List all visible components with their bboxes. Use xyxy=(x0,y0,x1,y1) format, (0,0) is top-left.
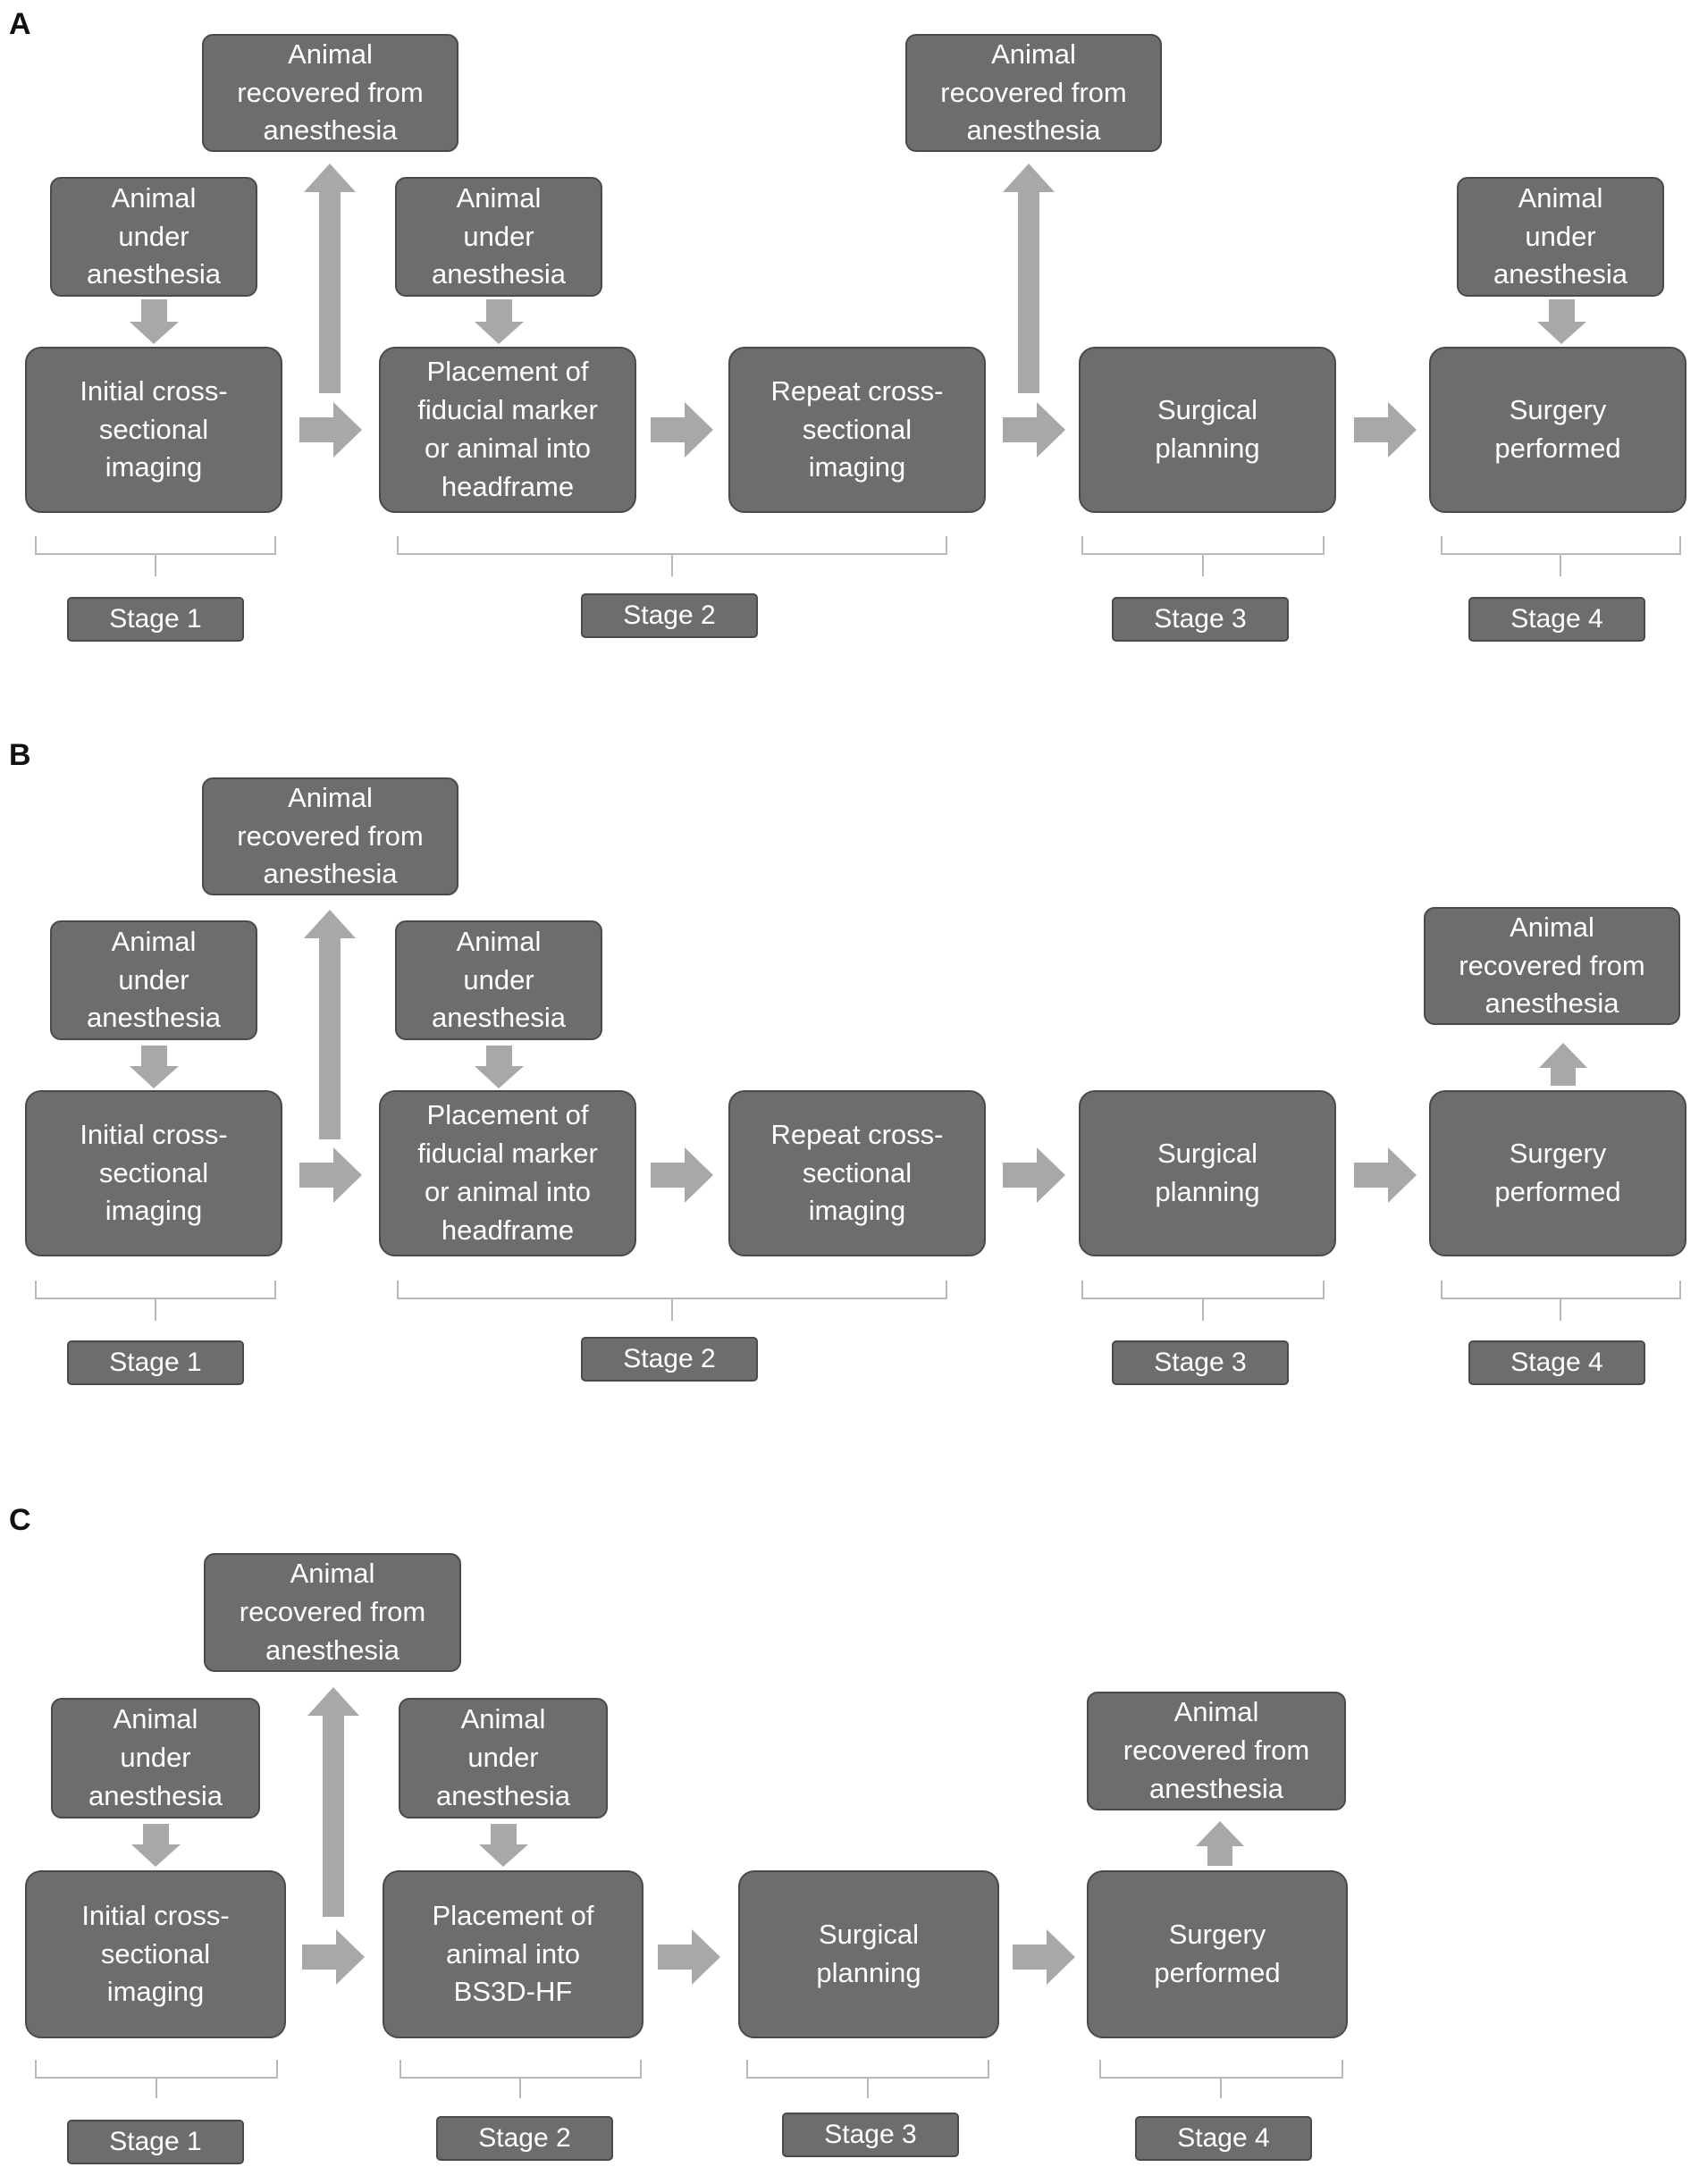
arrow-up xyxy=(307,1687,359,1917)
recovered-box: Animal recovered from anesthesia xyxy=(204,1553,461,1672)
stage-bracket xyxy=(35,2060,278,2098)
stage-bracket xyxy=(1441,536,1681,576)
stage-bracket xyxy=(397,536,947,576)
initial-imaging-box: Initial cross- sectional imaging xyxy=(25,1870,286,2038)
arrow-down xyxy=(131,1824,181,1867)
panel-label-c: C xyxy=(9,1503,31,1537)
arrow-down xyxy=(479,1824,528,1867)
stage-label: Stage 1 xyxy=(67,597,244,642)
stage-bracket xyxy=(400,2060,642,2098)
placement-box: Placement of animal into BS3D-HF xyxy=(383,1870,643,2038)
recovered-box: Animal recovered from anesthesia xyxy=(1087,1692,1346,1810)
stage-label: Stage 2 xyxy=(436,2116,613,2161)
arrow-down xyxy=(130,299,179,344)
anesthesia-box: Animal under anesthesia xyxy=(395,177,602,297)
arrow-right xyxy=(1003,402,1065,458)
surgery-performed-box: Surgery performed xyxy=(1429,1090,1686,1256)
anesthesia-box: Animal under anesthesia xyxy=(51,1698,260,1819)
panel-label-b: B xyxy=(9,738,31,772)
arrow-down xyxy=(1537,299,1586,344)
arrow-right xyxy=(651,1147,713,1203)
arrow-down xyxy=(475,299,524,344)
arrow-up xyxy=(1003,164,1055,393)
arrow-right xyxy=(651,402,713,458)
stage-label: Stage 2 xyxy=(581,593,758,638)
arrow-down xyxy=(475,1046,524,1088)
stage-bracket xyxy=(746,2060,989,2098)
arrow-up xyxy=(304,164,356,393)
arrow-up xyxy=(1196,1821,1244,1866)
stage-label: Stage 1 xyxy=(67,2120,244,2164)
placement-box: Placement of fiducial marker or animal i… xyxy=(379,1090,636,1256)
arrow-right xyxy=(1003,1147,1065,1203)
anesthesia-box: Animal under anesthesia xyxy=(399,1698,608,1819)
recovered-box: Animal recovered from anesthesia xyxy=(1424,907,1680,1025)
stage-label: Stage 4 xyxy=(1468,597,1645,642)
surgery-performed-box: Surgery performed xyxy=(1429,347,1686,513)
repeat-imaging-box: Repeat cross- sectional imaging xyxy=(728,1090,986,1256)
stage-label: Stage 3 xyxy=(1112,597,1289,642)
initial-imaging-box: Initial cross- sectional imaging xyxy=(25,347,282,513)
anesthesia-box: Animal under anesthesia xyxy=(1457,177,1664,297)
stage-label: Stage 2 xyxy=(581,1337,758,1382)
arrow-right xyxy=(1013,1929,1075,1985)
arrow-up xyxy=(304,910,356,1139)
anesthesia-box: Animal under anesthesia xyxy=(50,920,257,1040)
arrow-right xyxy=(299,1147,362,1203)
placement-box: Placement of fiducial marker or animal i… xyxy=(379,347,636,513)
repeat-imaging-box: Repeat cross- sectional imaging xyxy=(728,347,986,513)
surgery-performed-box: Surgery performed xyxy=(1087,1870,1348,2038)
panel-label-a: A xyxy=(9,7,31,41)
arrow-right xyxy=(1354,402,1417,458)
anesthesia-box: Animal under anesthesia xyxy=(395,920,602,1040)
stage-label: Stage 3 xyxy=(1112,1340,1289,1385)
arrow-right xyxy=(299,402,362,458)
stage-bracket xyxy=(1441,1281,1681,1321)
recovered-box: Animal recovered from anesthesia xyxy=(905,34,1162,152)
initial-imaging-box: Initial cross- sectional imaging xyxy=(25,1090,282,1256)
arrow-down xyxy=(130,1046,179,1088)
stage-bracket xyxy=(1099,2060,1343,2098)
arrow-right xyxy=(1354,1147,1417,1203)
stage-bracket xyxy=(35,536,276,576)
anesthesia-box: Animal under anesthesia xyxy=(50,177,257,297)
arrow-right xyxy=(658,1929,720,1985)
surgical-planning-box: Surgical planning xyxy=(738,1870,999,2038)
surgical-planning-box: Surgical planning xyxy=(1079,347,1336,513)
stage-label: Stage 4 xyxy=(1135,2116,1312,2161)
recovered-box: Animal recovered from anesthesia xyxy=(202,777,458,895)
stage-label: Stage 4 xyxy=(1468,1340,1645,1385)
stage-label: Stage 3 xyxy=(782,2113,959,2157)
stage-label: Stage 1 xyxy=(67,1340,244,1385)
stage-bracket xyxy=(397,1281,947,1321)
arrow-right xyxy=(302,1929,365,1985)
arrow-up xyxy=(1539,1043,1587,1086)
stage-bracket xyxy=(1081,536,1325,576)
recovered-box: Animal recovered from anesthesia xyxy=(202,34,458,152)
stage-bracket xyxy=(35,1281,276,1321)
stage-bracket xyxy=(1081,1281,1325,1321)
surgical-planning-box: Surgical planning xyxy=(1079,1090,1336,1256)
